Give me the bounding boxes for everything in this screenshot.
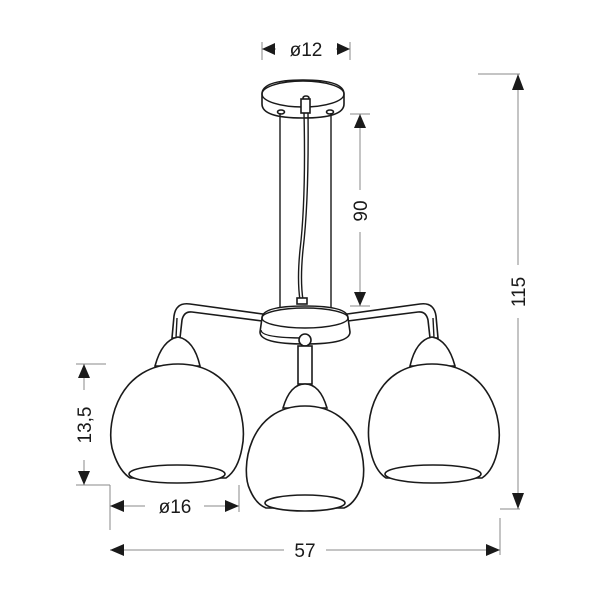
left-arm xyxy=(171,302,271,339)
rod-length-label: 90 xyxy=(351,200,372,221)
suspension-rods xyxy=(279,112,332,308)
ceiling-canopy xyxy=(261,79,345,119)
dimension-shade-diameter: ø16 xyxy=(109,485,240,530)
total-width-label: 57 xyxy=(294,541,315,562)
left-shade xyxy=(109,336,245,484)
right-shade xyxy=(367,336,501,484)
shade-diameter-label: ø16 xyxy=(159,497,192,518)
dimension-shade-height: 13,5 xyxy=(75,363,110,486)
right-arm xyxy=(339,302,439,339)
dimension-canopy-diameter: ø12 xyxy=(261,40,351,61)
dimension-total-height: 115 xyxy=(478,73,530,510)
center-stem xyxy=(297,345,313,385)
dimension-rod-length: 90 xyxy=(350,113,372,307)
dimension-total-width: 57 xyxy=(110,518,501,562)
central-hub xyxy=(259,305,351,347)
total-height-label: 115 xyxy=(509,277,530,307)
center-shade xyxy=(245,383,365,512)
canopy-diameter-label: ø12 xyxy=(290,40,323,61)
shade-height-label: 13,5 xyxy=(75,407,96,444)
